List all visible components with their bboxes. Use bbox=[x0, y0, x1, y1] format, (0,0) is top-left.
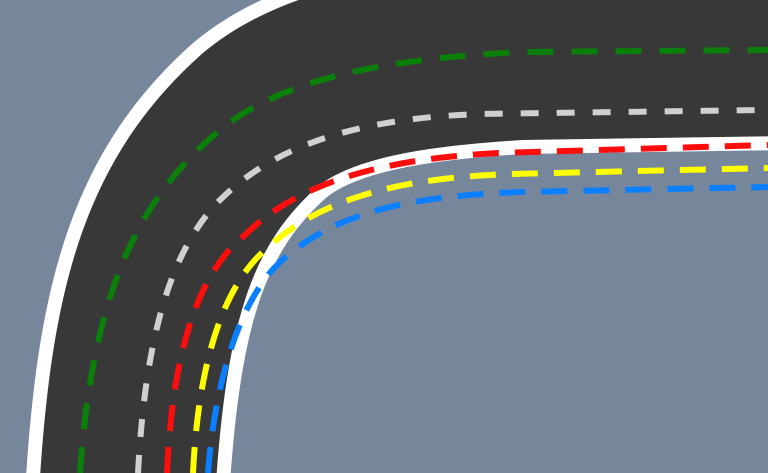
gray-racing-line bbox=[135, 107, 768, 473]
red-racing-line bbox=[164, 142, 768, 473]
green-racing-line bbox=[77, 47, 768, 473]
blue-racing-line bbox=[205, 184, 768, 473]
track-surface bbox=[40, 0, 768, 473]
yellow-racing-line bbox=[190, 165, 768, 473]
